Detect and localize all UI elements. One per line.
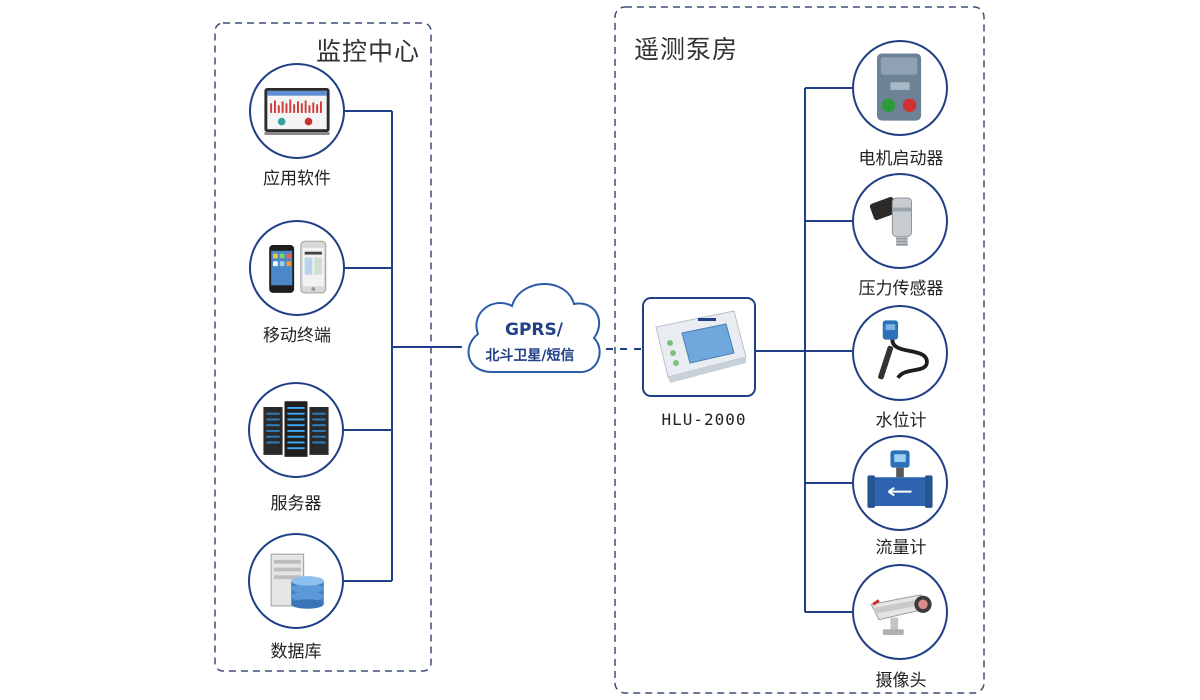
pressure-sensor-icon <box>869 196 912 246</box>
monitor-icon <box>264 88 330 135</box>
server-node[interactable] <box>248 382 344 478</box>
server-rack-icon <box>263 401 329 457</box>
smartphone-icon <box>269 240 327 294</box>
network-line2: 北斗卫星/短信 <box>485 348 575 364</box>
monitoring-center-title: 监控中心 <box>316 37 421 66</box>
motor-starter-icon <box>877 53 922 121</box>
database-node[interactable] <box>248 533 344 629</box>
hlu-device-node[interactable] <box>642 297 756 397</box>
flow-meter-label: 流量计 <box>875 538 927 558</box>
flow-meter-icon <box>867 450 933 508</box>
rtu-device-icon <box>642 297 756 397</box>
motor-starter-node[interactable] <box>852 40 948 136</box>
application-software-node[interactable] <box>249 63 345 159</box>
network-line1: GPRS/ <box>505 320 563 340</box>
database-icon <box>270 553 324 609</box>
pressure-sensor-node[interactable] <box>852 173 948 269</box>
water-level-gauge-icon <box>878 320 929 380</box>
water-level-gauge-node[interactable] <box>852 305 948 401</box>
flow-meter-node[interactable] <box>852 435 948 531</box>
pressure-sensor-label: 压力传感器 <box>858 279 944 299</box>
mobile-terminal-label: 移动终端 <box>263 326 331 346</box>
server-label: 服务器 <box>270 494 322 514</box>
pump-room-title: 遥测泵房 <box>634 35 739 64</box>
application-software-label: 应用软件 <box>263 169 331 189</box>
camera-icon <box>870 594 932 635</box>
mobile-terminal-node[interactable] <box>249 220 345 316</box>
pump-room-border <box>614 6 985 694</box>
water-level-gauge-label: 水位计 <box>875 411 927 431</box>
cloud-icon <box>467 283 601 374</box>
device-label: HLU-2000 <box>661 410 747 429</box>
database-label: 数据库 <box>270 642 322 662</box>
camera-node[interactable] <box>852 564 948 660</box>
motor-starter-label: 电机启动器 <box>858 149 944 169</box>
camera-label: 摄像头 <box>875 671 927 691</box>
